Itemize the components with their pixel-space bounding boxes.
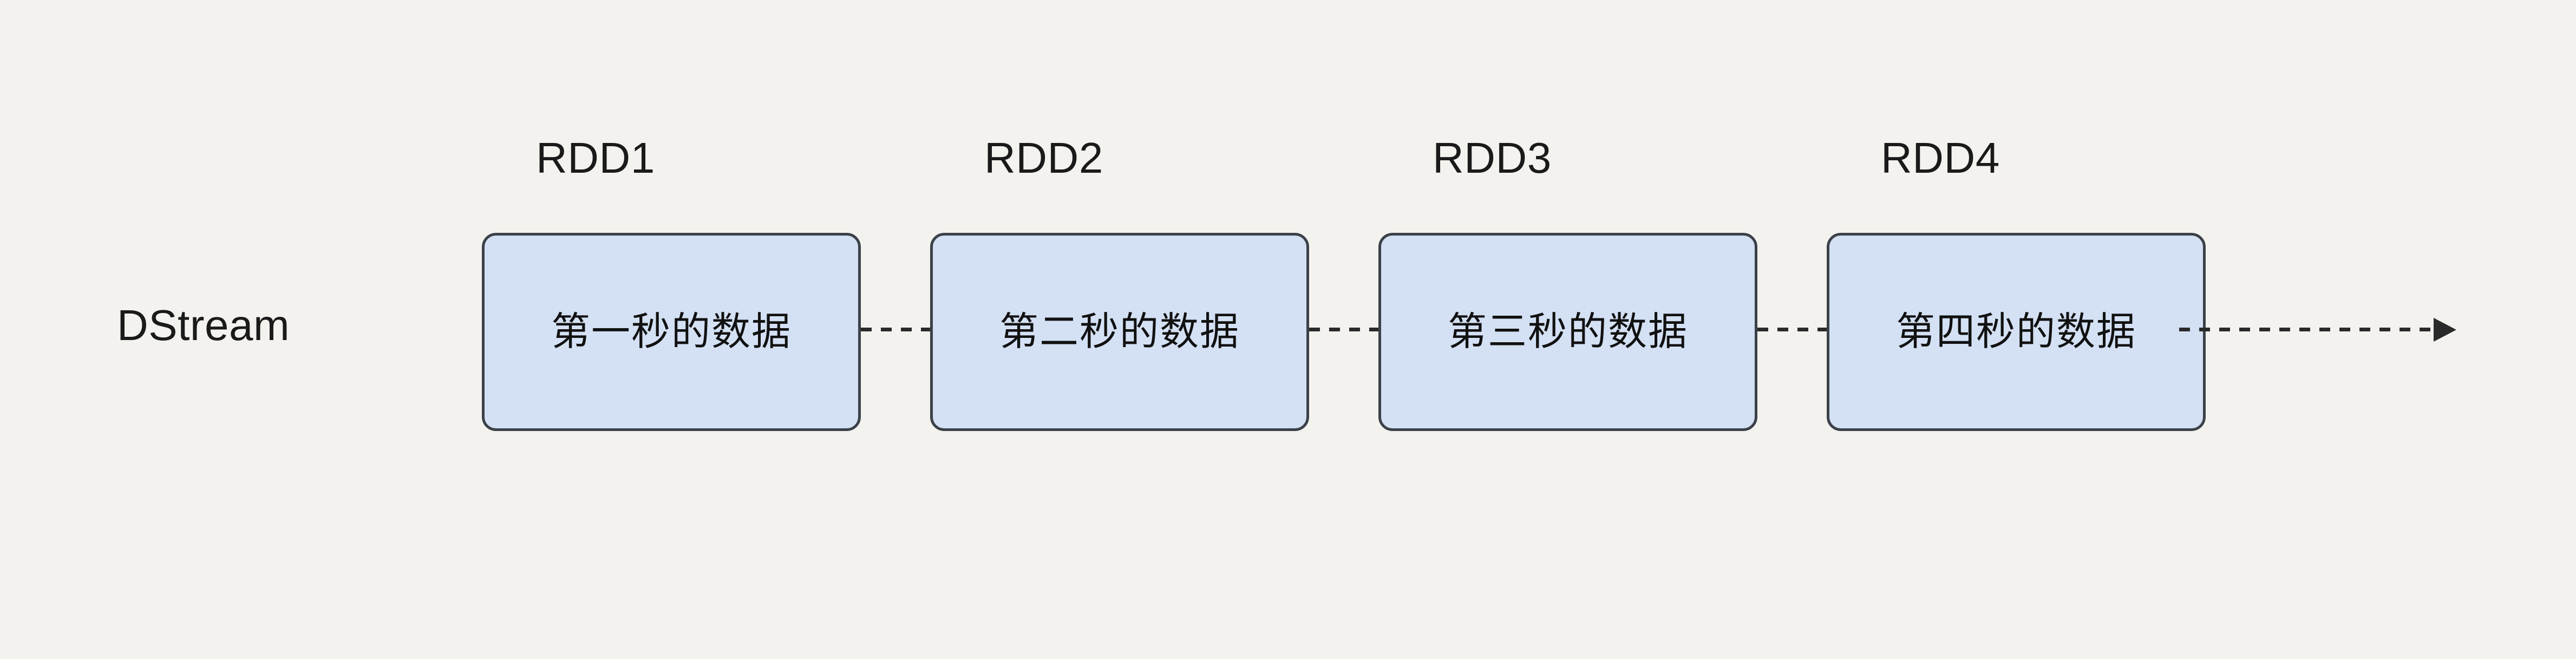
arrow-head-icon [2434, 318, 2456, 342]
rdd-caption-4: RDD4 [1881, 134, 2000, 182]
rdd-box-2-label: 第二秒的数据 [999, 310, 1240, 354]
stream-continues-arrow [2179, 318, 2466, 342]
rdd-box-4-label: 第四秒的数据 [1895, 310, 2136, 354]
dstream-row-label: DStream [117, 301, 290, 349]
rdd-caption-3: RDD3 [1433, 134, 1552, 182]
stream-continues-arrow-line [2179, 328, 2438, 331]
rdd-box-4[interactable]: 第四秒的数据 [1827, 233, 2206, 431]
connector-rdd2-rdd3 [1309, 328, 1378, 331]
connector-rdd3-rdd4 [1757, 328, 1827, 331]
rdd-box-2[interactable]: 第二秒的数据 [930, 233, 1309, 431]
rdd-caption-2: RDD2 [984, 134, 1103, 182]
rdd-caption-1: RDD1 [536, 134, 655, 182]
rdd-box-1[interactable]: 第一秒的数据 [482, 233, 861, 431]
rdd-box-3-label: 第三秒的数据 [1447, 310, 1688, 354]
rdd-box-3[interactable]: 第三秒的数据 [1378, 233, 1757, 431]
rdd-box-1-label: 第一秒的数据 [551, 310, 792, 354]
connector-rdd1-rdd2 [861, 328, 930, 331]
